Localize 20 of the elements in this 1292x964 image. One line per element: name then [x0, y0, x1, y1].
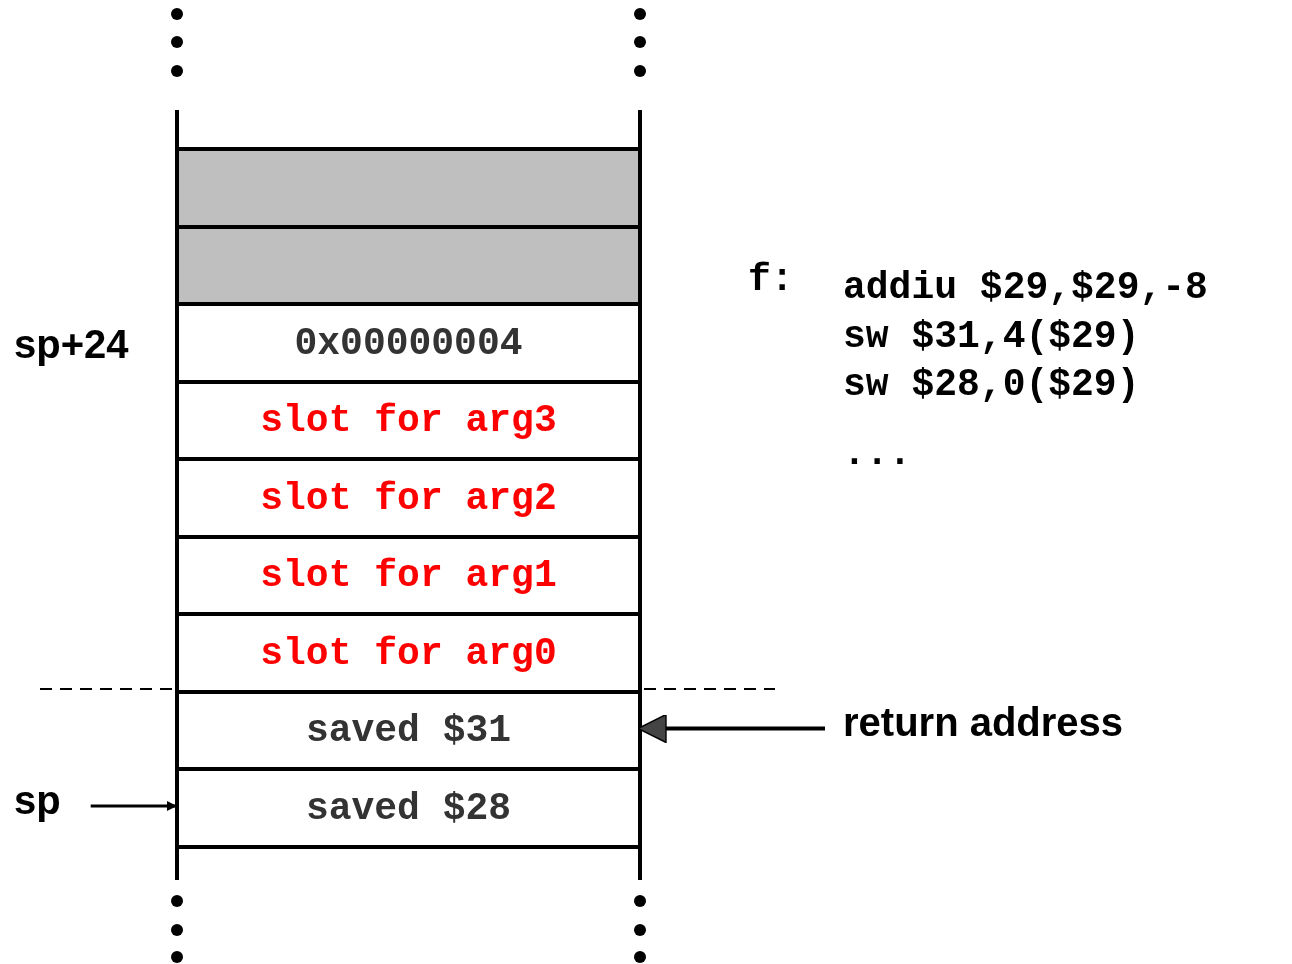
pointer-label: return address: [843, 700, 1124, 745]
arrow: [637, 713, 825, 744]
slot-text: slot for arg3: [260, 399, 557, 442]
slot-text: slot for arg2: [260, 476, 557, 520]
arrow: [90, 801, 177, 811]
code-line: sw $31,4($29): [843, 315, 1140, 358]
slot-text: slot for arg0: [260, 631, 557, 675]
slot-text: saved $28: [305, 786, 512, 830]
offset-label: sp+24: [14, 322, 129, 367]
slot-text: saved $31: [305, 709, 512, 752]
pointer-label: sp: [14, 778, 61, 823]
code-line: addiu $29,$29,-8: [843, 266, 1208, 309]
slot-text: 0x00000004: [294, 321, 523, 365]
shaded-stack-slot: [179, 147, 638, 225]
slot-text: slot for arg1: [260, 554, 557, 597]
stack-slot: [179, 767, 638, 849]
code-label: f:: [748, 258, 794, 301]
code-line: ...: [843, 432, 912, 475]
shaded-stack-slot: [179, 225, 638, 302]
code-line: sw $28,0($29): [843, 363, 1140, 406]
